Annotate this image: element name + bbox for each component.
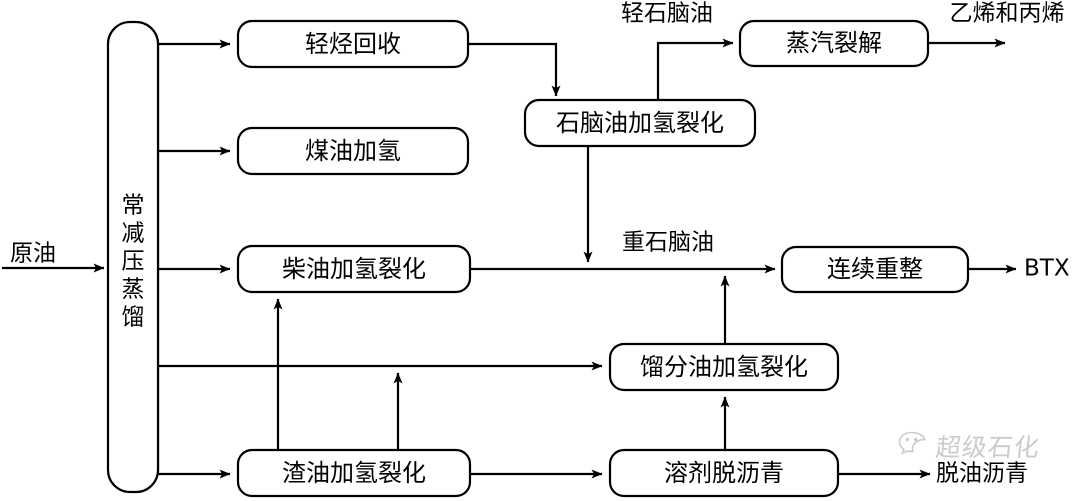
column-shape [106,20,160,494]
unit-continuous-reforming[interactable]: 连续重整 [780,245,970,294]
unit-distillate-hydrocracking[interactable]: 馏分油加氢裂化 [608,342,840,392]
stream-label-heavy-naphtha: 重石脑油 [622,230,714,256]
distillate-hydrocracking-label: 馏分油加氢裂化 [640,353,808,381]
line-light-hydrocarbon-recovery-to-naphtha-hydrocracking [468,42,561,97]
column-char-1: 减 [122,221,145,247]
naphtha-hydrocracking-label: 石脑油加氢裂化 [556,109,724,137]
light-hydrocarbon-recovery-shape [236,19,470,69]
stream-label-deoiled-asphalt: 脱油沥青 [936,461,1028,487]
residue-hydrocracking-shape [236,448,472,498]
distillate-hydrocracking-shape [608,342,840,392]
unit-naphtha-hydrocracking[interactable]: 石脑油加氢裂化 [523,98,757,148]
continuous-reforming-shape [780,245,970,294]
residue-hydrocracking-label: 渣油加氢裂化 [282,459,426,487]
unit-diesel-hydrocracking[interactable]: 柴油加氢裂化 [236,244,472,294]
stream-label-crude-oil: 原油 [10,241,56,267]
stream-label-btx: BTX [1024,256,1070,282]
line-naphtha-hydrocracking-to-steam-cracking [656,38,734,103]
light-hydrocarbon-recovery-label: 轻烃回收 [305,30,401,58]
unit-light-hydrocarbon-recovery[interactable]: 轻烃回收 [236,19,470,69]
column-char-2: 压 [122,249,145,275]
unit-atmospheric-vacuum-distillation[interactable]: 常 减 压 蒸 馏 [106,20,160,494]
steam-cracking-shape [738,19,930,68]
kerosene-hydrotreating-label: 煤油加氢 [305,137,401,165]
solvent-deasphalting-label: 溶剂脱沥青 [664,459,784,487]
column-char-3: 蒸 [122,277,145,303]
column-char-0: 常 [122,193,145,219]
diesel-hydrocracking-label: 柴油加氢裂化 [282,255,426,283]
kerosene-hydrotreating-shape [236,126,470,176]
stream-label-ethylene-and-propylene: 乙烯和丙烯 [950,1,1065,27]
unit-steam-cracking[interactable]: 蒸汽裂解 [738,19,930,68]
naphtha-hydrocracking-shape [523,98,757,148]
steam-cracking-label: 蒸汽裂解 [786,29,882,57]
diesel-hydrocracking-shape [236,244,472,294]
solvent-deasphalting-shape [608,448,840,498]
stream-label-light-naphtha: 轻石脑油 [621,1,713,27]
unit-residue-hydrocracking[interactable]: 渣油加氢裂化 [236,448,472,498]
unit-solvent-deasphalting[interactable]: 溶剂脱沥青 [608,448,840,498]
column-char-4: 馏 [122,305,145,331]
continuous-reforming-label: 连续重整 [827,255,923,283]
unit-kerosene-hydrotreating[interactable]: 煤油加氢 [236,126,470,176]
